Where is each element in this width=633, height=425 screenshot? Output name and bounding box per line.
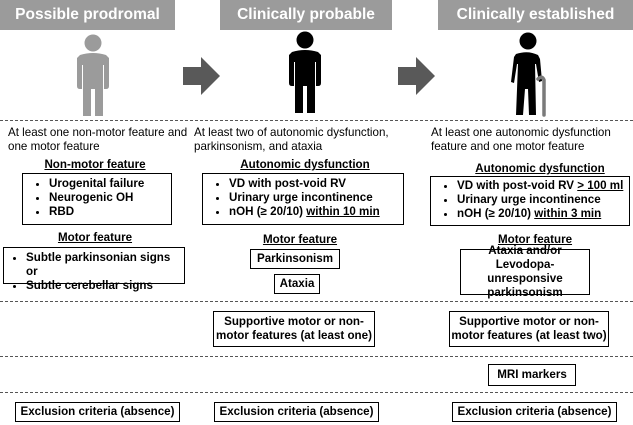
criteria-text-probable: At least two of autonomic dysfunction, p… — [194, 126, 389, 153]
header-possible-prodromal: Possible prodromal — [0, 0, 175, 30]
motor-feature-label: Motor feature — [262, 233, 338, 246]
list-item: nOH (≥ 20/10) within 10 min — [229, 205, 403, 219]
autonomic-dysfunction-box: VD with post-void RV Urinary urge incont… — [202, 173, 404, 225]
list-item: nOH (≥ 20/10) within 3 min — [457, 207, 629, 221]
person-gray-icon — [77, 34, 109, 116]
supportive-features-box: Supportive motor or non-motor features (… — [213, 311, 375, 347]
ataxia-box: Ataxia — [274, 274, 320, 294]
list-item: VD with post-void RV > 100 ml — [457, 179, 629, 193]
exclusion-criteria-box: Exclusion criteria (absence) — [214, 402, 379, 422]
autonomic-dysfunction-box: VD with post-void RV > 100 ml Urinary ur… — [430, 176, 630, 226]
list-item: Urinary urge incontinence — [457, 193, 629, 207]
autonomic-dysfunction-label: Autonomic dysfunction — [240, 158, 370, 171]
criteria-text-established: At least one autonomic dysfunction featu… — [431, 126, 611, 153]
person-black-icon — [289, 31, 321, 113]
list-item: Subtle cerebellar signs — [26, 279, 184, 293]
mri-markers-box: MRI markers — [488, 364, 576, 386]
separator-line — [0, 120, 633, 121]
list-item: RBD — [49, 205, 171, 219]
list-item: Subtle parkinsonian signs or — [26, 251, 184, 279]
header-clinically-established: Clinically established — [438, 0, 633, 30]
separator-line — [0, 392, 633, 393]
exclusion-criteria-box: Exclusion criteria (absence) — [452, 402, 617, 422]
elderly-person-cane-icon — [511, 32, 546, 117]
list-item: Urinary urge incontinence — [229, 191, 403, 205]
header-clinically-probable: Clinically probable — [220, 0, 392, 30]
list-item: Neurogenic OH — [49, 191, 171, 205]
list-item: VD with post-void RV — [229, 177, 403, 191]
separator-line — [0, 301, 633, 302]
exclusion-criteria-box: Exclusion criteria (absence) — [15, 402, 180, 422]
motor-feature-label: Motor feature — [57, 231, 133, 244]
separator-line — [0, 356, 633, 357]
motor-feature-box: Subtle parkinsonian signs or Subtle cere… — [3, 247, 185, 292]
arrow-right-icon — [398, 57, 435, 95]
autonomic-dysfunction-label: Autonomic dysfunction — [475, 162, 605, 175]
criteria-text-prodromal: At least one non-motor feature and one m… — [8, 126, 188, 153]
nonmotor-feature-label: Non-motor feature — [44, 158, 146, 171]
motor-feature-box: Ataxia and/or Levodopa-unresponsive park… — [460, 244, 590, 299]
parkinsonism-box: Parkinsonism — [250, 249, 340, 269]
nonmotor-feature-box: Urogenital failure Neurogenic OH RBD — [22, 173, 172, 225]
list-item: Urogenital failure — [49, 177, 171, 191]
arrow-right-icon — [183, 57, 220, 95]
motor-feature-label: Motor feature — [497, 233, 573, 246]
supportive-features-box: Supportive motor or non-motor features (… — [449, 311, 609, 347]
